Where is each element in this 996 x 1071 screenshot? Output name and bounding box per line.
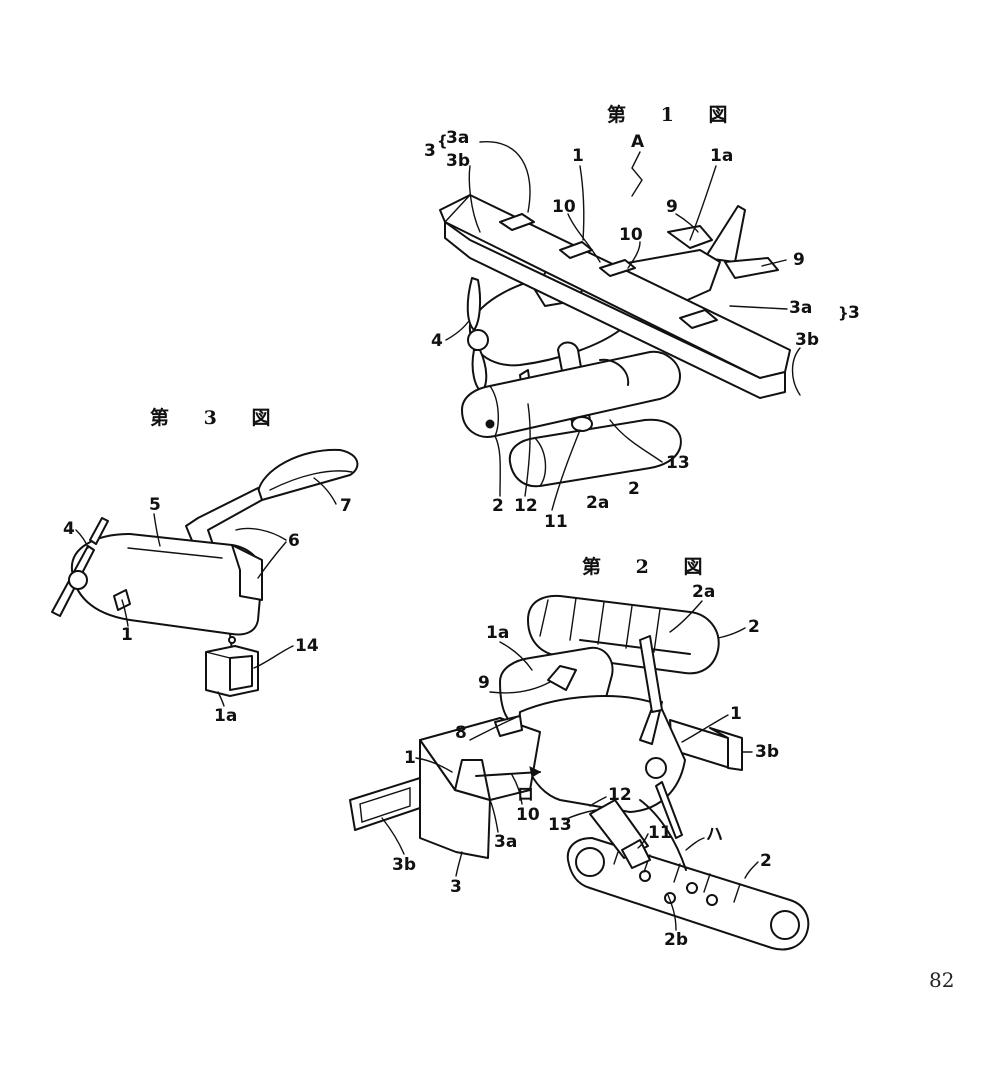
- figure-3: 第 3 図 4 5 6 7 1 14 1a: [51, 406, 359, 726]
- float-joint: [571, 416, 593, 432]
- label-A: A: [631, 132, 645, 152]
- tail-fin: [704, 205, 746, 263]
- label-1a: 1a: [214, 706, 237, 726]
- figure-1-title: 第 1 図: [607, 103, 741, 126]
- label-11: 11: [648, 823, 672, 843]
- label-3a: 3a: [494, 832, 517, 852]
- stabilizer-9: [547, 665, 577, 691]
- label-10: 10: [552, 197, 576, 217]
- label-12: 12: [514, 496, 538, 516]
- label-4: 4: [63, 519, 75, 539]
- propeller-blade-bottom: [655, 781, 683, 839]
- figure-2-title: 第 2 図: [582, 555, 716, 578]
- joint-11: [621, 839, 651, 869]
- label-8: 8: [455, 723, 467, 743]
- label-2b: 2b: [664, 930, 688, 950]
- label-3a: 3a: [446, 128, 469, 148]
- label-1: 1: [730, 704, 742, 724]
- label-9: 9: [478, 673, 490, 693]
- label-2a: 2a: [586, 493, 609, 513]
- label-4: 4: [431, 331, 443, 351]
- label-2: 2: [748, 617, 760, 637]
- propeller-hub: [68, 570, 88, 590]
- label-2: 2: [628, 479, 640, 499]
- label-12: 12: [608, 785, 632, 805]
- figure-3-title: 第 3 図: [150, 406, 284, 429]
- label-9: 9: [666, 197, 678, 217]
- label-9: 9: [793, 250, 805, 270]
- label-1a: 1a: [710, 146, 733, 166]
- label-6: 6: [288, 531, 300, 551]
- label-1a: 1a: [486, 623, 509, 643]
- label-10: 10: [516, 805, 540, 825]
- label-2: 2: [492, 496, 504, 516]
- label-2a: 2a: [692, 582, 715, 602]
- figure-2: 第 2 図: [349, 555, 810, 951]
- right-stabilizer: [724, 257, 779, 279]
- float-front: [508, 418, 682, 488]
- page-number: 82: [929, 968, 954, 992]
- label-13: 13: [666, 453, 690, 473]
- strut: [639, 635, 663, 713]
- brace: {: [437, 132, 448, 150]
- propeller-hub: [467, 329, 489, 351]
- label-13: 13: [548, 815, 572, 835]
- label-1: 1: [404, 748, 416, 768]
- figure-1: 第 1 図 3: [424, 103, 860, 532]
- label-3a: 3a: [789, 298, 812, 318]
- label-11: 11: [544, 512, 568, 532]
- label-14: 14: [295, 636, 319, 656]
- label-ha: ハ: [706, 825, 723, 845]
- label-10: 10: [619, 225, 643, 245]
- propeller-hub: [645, 757, 667, 779]
- label-3: 3: [450, 877, 462, 897]
- label-3: 3: [848, 303, 860, 323]
- propeller-upper-blade: [466, 277, 482, 331]
- label-7: 7: [340, 496, 352, 516]
- label-1: 1: [121, 625, 133, 645]
- side-panel: [231, 544, 263, 601]
- label-3b: 3b: [755, 742, 779, 762]
- label-3b: 3b: [795, 330, 819, 350]
- label-3b: 3b: [392, 855, 416, 875]
- label-3b: 3b: [446, 151, 470, 171]
- left-stabilizer: [667, 225, 713, 249]
- label-2: 2: [760, 851, 772, 871]
- label-1: 1: [572, 146, 584, 166]
- wing-edge: [444, 221, 786, 399]
- label-5: 5: [149, 495, 161, 515]
- brace-right: }: [838, 304, 849, 322]
- label-3: 3: [424, 141, 436, 161]
- lower-track: [566, 837, 810, 951]
